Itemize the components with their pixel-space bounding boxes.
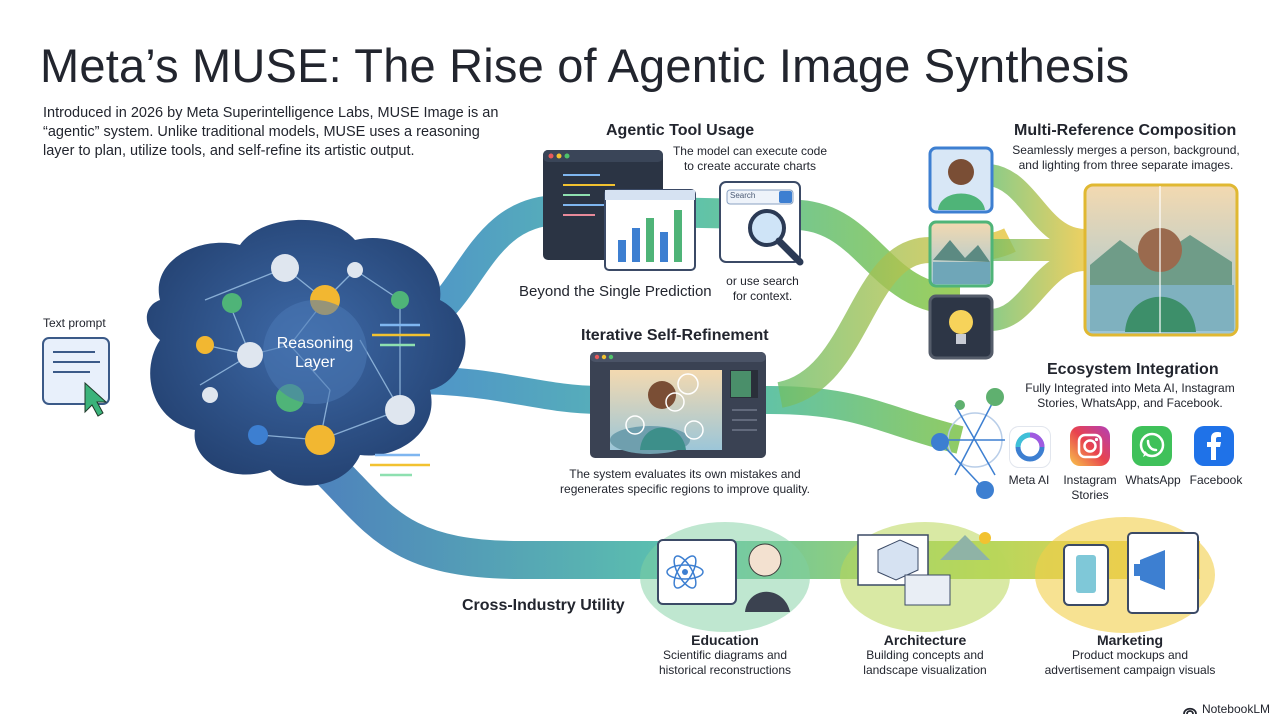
industry-architecture: Architecture Building concepts and lands… <box>840 632 1010 678</box>
flow-multiref-merge <box>987 164 1087 331</box>
ecosystem-caption: Fully Integrated into Meta AI, Instagram… <box>1010 381 1250 411</box>
ecosystem-caption-line1: Fully Integrated into Meta AI, Instagram <box>1025 381 1235 395</box>
app-label-meta-ai: Meta AI <box>999 473 1059 487</box>
image-editor-icon <box>590 352 766 458</box>
landscape-reference-thumbnail <box>928 220 994 288</box>
multi-ref-caption: Seamlessly merges a person, background, … <box>1008 143 1244 173</box>
app-name-line2: Stories <box>1071 488 1109 502</box>
facebook-icon <box>1194 426 1234 466</box>
reasoning-label-line2: Layer <box>294 354 336 371</box>
reasoning-highlight <box>263 300 367 404</box>
flow-to-industry <box>316 456 1200 579</box>
whatsapp-icon <box>1132 426 1172 466</box>
code-caption-line1: The model can execute code <box>672 144 828 158</box>
node <box>222 293 242 313</box>
marketing-illustration <box>1063 532 1199 614</box>
notebooklm-watermark: NotebookLM <box>1183 702 1270 716</box>
node <box>305 425 335 455</box>
industry-marketing: Marketing Product mockups and advertisem… <box>1030 632 1230 678</box>
app-name: WhatsApp <box>1125 473 1181 487</box>
industry-name: Education <box>691 632 759 648</box>
search-caption-line2: for context. <box>732 289 793 303</box>
instagram-icon <box>1070 426 1110 466</box>
composite-output-image <box>1083 183 1239 337</box>
search-window-icon <box>719 181 804 266</box>
person-reference-thumbnail <box>928 146 994 214</box>
ecosystem-caption-line2: Stories, WhatsApp, and Facebook. <box>1037 396 1223 410</box>
app-name: Instagram <box>1063 473 1117 487</box>
industry-desc-line2: advertisement campaign visuals <box>1044 663 1216 677</box>
text-prompt-icon <box>42 337 110 417</box>
reasoning-label-line1: Reasoning <box>276 335 354 352</box>
node <box>248 425 268 445</box>
architecture-illustration <box>857 532 991 606</box>
app-label-instagram: Instagram Stories <box>1055 473 1125 503</box>
node <box>202 387 218 403</box>
code-caption-line2: to create accurate charts <box>683 159 817 173</box>
industry-desc-line1: Scientific diagrams and <box>662 648 788 662</box>
node <box>347 262 363 278</box>
multi-ref-title: Multi-Reference Composition <box>1014 122 1237 139</box>
node <box>237 342 263 368</box>
app-name: Facebook <box>1189 473 1243 487</box>
bar-chart-window-icon <box>604 189 696 271</box>
app-label-facebook: Facebook <box>1184 473 1248 487</box>
refinement-caption-line2: regenerates specific regions to improve … <box>560 482 810 496</box>
notebooklm-brand-text: NotebookLM <box>1201 702 1270 716</box>
refinement-caption: The system evaluates its own mistakes an… <box>540 467 830 497</box>
lighting-reference-thumbnail <box>928 294 994 360</box>
app-label-whatsapp: WhatsApp <box>1120 473 1186 487</box>
multi-ref-caption-line2: and lighting from three separate images. <box>1018 158 1234 172</box>
industry-desc-line1: Product mockups and <box>1071 648 1189 662</box>
notebooklm-logo-icon <box>1183 707 1197 715</box>
refinement-title: Iterative Self-Refinement <box>581 327 769 344</box>
industry-name: Marketing <box>1096 632 1164 648</box>
search-caption: or use search for context. <box>715 274 810 304</box>
node <box>196 336 214 354</box>
multi-ref-caption-line1: Seamlessly merges a person, background, <box>1012 143 1240 157</box>
tool-usage-subtitle: Beyond the Single Prediction <box>519 283 712 300</box>
app-name: Meta AI <box>1008 473 1050 487</box>
meta-ai-icon <box>1009 426 1051 468</box>
ecosystem-title: Ecosystem Integration <box>1047 361 1219 378</box>
node <box>271 254 299 282</box>
text-prompt-label: Text prompt <box>43 316 106 330</box>
tool-usage-title: Agentic Tool Usage <box>606 122 755 139</box>
industry-title: Cross-Industry Utility <box>462 597 625 614</box>
industry-desc-line1: Building concepts and <box>866 648 984 662</box>
refinement-caption-line1: The system evaluates its own mistakes an… <box>569 467 801 481</box>
industry-education: Education Scientific diagrams and histor… <box>640 632 810 678</box>
flow-to-refinement <box>409 366 964 454</box>
search-caption-line1: or use search <box>726 274 799 288</box>
intro-paragraph: Introduced in 2026 by Meta Superintellig… <box>43 105 499 159</box>
education-illustration <box>657 539 790 612</box>
industry-desc-line2: landscape visualization <box>863 663 987 677</box>
node <box>385 395 415 425</box>
reasoning-layer-label: Reasoning Layer <box>272 334 358 372</box>
code-caption: The model can execute code to create acc… <box>668 144 832 174</box>
node <box>391 291 409 309</box>
page-title: Meta’s MUSE: The Rise of Agentic Image S… <box>40 39 1130 92</box>
industry-name: Architecture <box>883 632 967 648</box>
search-field-placeholder: Search <box>730 191 756 200</box>
industry-desc-line2: historical reconstructions <box>658 663 792 677</box>
brain-code-lines <box>370 323 430 477</box>
